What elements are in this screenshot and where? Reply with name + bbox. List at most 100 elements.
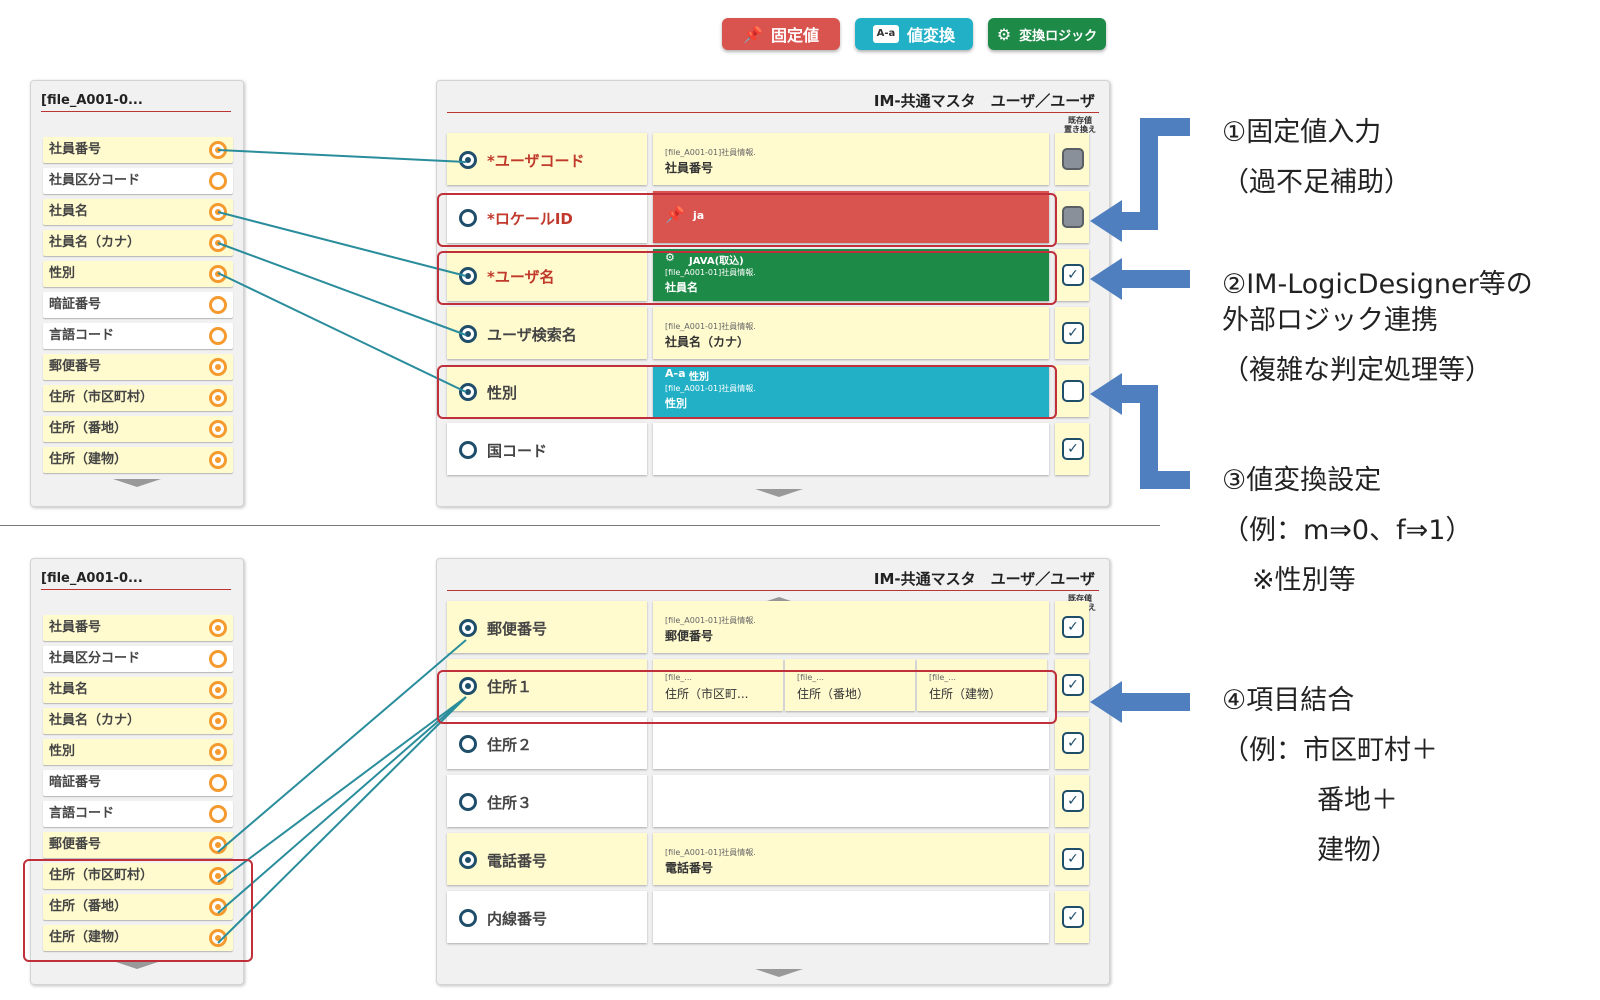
scroll-down-arrow[interactable] <box>113 479 161 487</box>
source-item[interactable]: 暗証番号 <box>43 770 233 796</box>
source-item[interactable]: 社員名 <box>43 677 233 703</box>
connector-ring-icon[interactable] <box>209 619 227 637</box>
connector-ring-icon[interactable] <box>209 296 227 314</box>
source-item[interactable]: 暗証番号 <box>43 292 233 318</box>
overwrite-cell: ✓ <box>1055 833 1089 885</box>
title-divider <box>447 590 1099 591</box>
overwrite-checkbox[interactable]: ✓ <box>1062 906 1084 928</box>
annotation-2-line2: 外部ロジック連携 <box>1222 305 1438 336</box>
mapping-value-cell[interactable]: [file_A001-01]社員情報.社員番号 <box>653 133 1049 185</box>
connector-ring-icon[interactable] <box>209 234 227 252</box>
overwrite-checkbox[interactable]: ✓ <box>1062 438 1084 460</box>
target-field[interactable]: *ユーザコード <box>447 133 647 185</box>
source-panel-bottom: [file_A001-0... 社員番号社員区分コード社員名社員名（カナ）性別暗… <box>30 558 244 985</box>
overwrite-cell: ✓ <box>1055 423 1089 475</box>
mapping-value-cell[interactable]: [file_A001-01]社員情報.電話番号 <box>653 833 1049 885</box>
overwrite-checkbox[interactable]: ✓ <box>1062 264 1084 286</box>
combined-source-part[interactable]: [file_...住所（建物） <box>917 659 1047 711</box>
connector-ring-icon[interactable] <box>209 141 227 159</box>
target-field[interactable]: *ロケールID <box>447 191 647 243</box>
target-connector-icon[interactable] <box>459 793 477 811</box>
source-item-label: 郵便番号 <box>49 837 102 852</box>
target-connector-icon[interactable] <box>459 735 477 753</box>
connector-ring-icon[interactable] <box>209 805 227 823</box>
source-field-name: 住所（建物） <box>929 687 1002 701</box>
fixed-value-button[interactable]: 📌 固定値 <box>722 18 840 50</box>
value-convert-button[interactable]: A-a 値変換 <box>855 18 973 50</box>
connector-ring-icon[interactable] <box>209 203 227 221</box>
mapping-value-cell[interactable] <box>653 423 1049 475</box>
source-item[interactable]: 性別 <box>43 261 233 287</box>
overwrite-checkbox[interactable] <box>1062 380 1084 402</box>
scroll-down-arrow[interactable] <box>755 969 803 977</box>
overwrite-checkbox[interactable]: ✓ <box>1062 848 1084 870</box>
target-field[interactable]: 住所２ <box>447 717 647 769</box>
connector-ring-icon[interactable] <box>209 358 227 376</box>
source-item[interactable]: 社員区分コード <box>43 646 233 672</box>
overwrite-checkbox[interactable]: ✓ <box>1062 674 1084 696</box>
target-field[interactable]: ユーザ検索名 <box>447 307 647 359</box>
mapping-value-cell[interactable]: [file_A001-01]社員情報.社員名（カナ） <box>653 307 1049 359</box>
mapping-value-cell[interactable]: ⚙JAVA(取込)[file_A001-01]社員情報.社員名 <box>653 249 1049 301</box>
overwrite-checkbox[interactable] <box>1062 148 1084 170</box>
source-item[interactable]: 社員区分コード <box>43 168 233 194</box>
mapping-value-cell[interactable]: [file_A001-01]社員情報.郵便番号 <box>653 601 1049 653</box>
target-connector-icon[interactable] <box>459 619 477 637</box>
source-item[interactable]: 社員名 <box>43 199 233 225</box>
source-item[interactable]: 住所（市区町村） <box>43 385 233 411</box>
target-field-row: 内線番号 ✓ <box>447 891 1097 943</box>
source-item[interactable]: 郵便番号 <box>43 354 233 380</box>
connector-ring-icon[interactable] <box>209 265 227 283</box>
combined-source-part[interactable]: [file_...住所（番地） <box>785 659 915 711</box>
mapping-value-cell[interactable]: 📌ja <box>653 191 1049 243</box>
source-item[interactable]: 社員番号 <box>43 137 233 163</box>
target-connector-icon[interactable] <box>459 441 477 459</box>
target-connector-icon[interactable] <box>459 909 477 927</box>
scroll-down-arrow[interactable] <box>755 489 803 497</box>
connector-ring-icon[interactable] <box>209 327 227 345</box>
source-item[interactable]: 社員名（カナ） <box>43 230 233 256</box>
source-item[interactable]: 言語コード <box>43 801 233 827</box>
mapping-value-cell[interactable] <box>653 775 1049 827</box>
connector-ring-icon[interactable] <box>209 451 227 469</box>
scroll-down-arrow[interactable] <box>113 961 161 969</box>
source-item[interactable]: 社員番号 <box>43 615 233 641</box>
target-connector-icon[interactable] <box>459 851 477 869</box>
convert-logic-button[interactable]: ⚙ 変換ロジック <box>988 18 1106 50</box>
overwrite-checkbox[interactable]: ✓ <box>1062 732 1084 754</box>
overwrite-cell: ✓ <box>1055 249 1089 301</box>
target-field[interactable]: 内線番号 <box>447 891 647 943</box>
target-field[interactable]: 国コード <box>447 423 647 475</box>
source-item[interactable]: 性別 <box>43 739 233 765</box>
source-item[interactable]: 住所（建物） <box>43 447 233 473</box>
connector-ring-icon[interactable] <box>209 774 227 792</box>
connector-ring-icon[interactable] <box>209 681 227 699</box>
source-item[interactable]: 住所（番地） <box>43 416 233 442</box>
source-item[interactable]: 社員名（カナ） <box>43 708 233 734</box>
overwrite-checkbox[interactable]: ✓ <box>1062 790 1084 812</box>
target-connector-icon[interactable] <box>459 151 477 169</box>
connector-ring-icon[interactable] <box>209 836 227 854</box>
connector-ring-icon[interactable] <box>209 743 227 761</box>
mapping-value-cell[interactable] <box>653 891 1049 943</box>
target-connector-icon[interactable] <box>459 325 477 343</box>
overwrite-checkbox[interactable]: ✓ <box>1062 616 1084 638</box>
target-field[interactable]: 住所３ <box>447 775 647 827</box>
connector-ring-icon[interactable] <box>209 420 227 438</box>
overwrite-checkbox[interactable] <box>1062 206 1084 228</box>
target-field[interactable]: 郵便番号 <box>447 601 647 653</box>
source-item-label: 言語コード <box>49 328 115 343</box>
connector-ring-icon[interactable] <box>209 650 227 668</box>
connector-ring-icon[interactable] <box>209 172 227 190</box>
connector-ring-icon[interactable] <box>209 712 227 730</box>
connector-ring-icon[interactable] <box>209 389 227 407</box>
overwrite-cell <box>1055 133 1089 185</box>
mapping-value-cell[interactable] <box>653 717 1049 769</box>
overwrite-checkbox[interactable]: ✓ <box>1062 322 1084 344</box>
combined-source-part[interactable]: [file_...住所（市区町... <box>653 659 783 711</box>
source-item[interactable]: 郵便番号 <box>43 832 233 858</box>
target-field[interactable]: 電話番号 <box>447 833 647 885</box>
source-field-name: 郵便番号 <box>665 629 714 643</box>
source-item[interactable]: 言語コード <box>43 323 233 349</box>
